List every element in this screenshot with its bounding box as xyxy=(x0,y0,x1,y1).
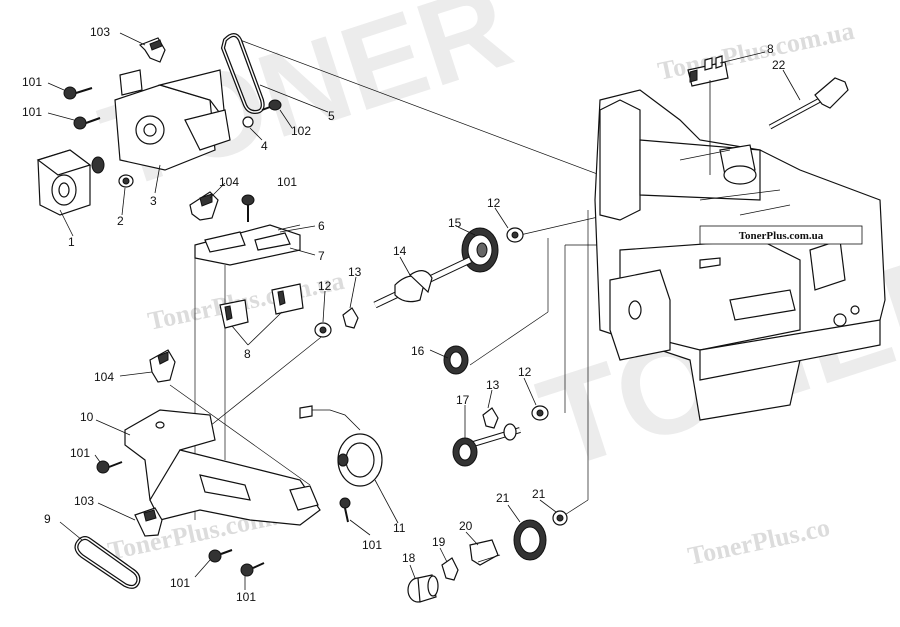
part-1-motor xyxy=(36,149,105,216)
callout-13: 13 xyxy=(486,378,500,392)
part-3-bracket xyxy=(114,69,231,171)
callout-13: 13 xyxy=(348,265,362,279)
part-15-gear xyxy=(461,227,499,273)
callout-21: 21 xyxy=(532,487,546,501)
callout-4: 4 xyxy=(261,139,268,153)
callout-103: 103 xyxy=(90,25,110,39)
callout-18: 18 xyxy=(402,551,416,565)
callout-10: 10 xyxy=(80,410,94,424)
callout-101: 101 xyxy=(170,576,190,590)
part-22-handle xyxy=(768,77,849,130)
part-103-clip-lower xyxy=(134,507,163,537)
callout-8: 8 xyxy=(767,42,774,56)
callout-101: 101 xyxy=(362,538,382,552)
site-tag: TonerPlus.com.ua xyxy=(699,225,863,245)
part-14-shaft xyxy=(373,256,472,309)
callout-12: 12 xyxy=(518,365,532,379)
machine-frame xyxy=(594,89,886,421)
part-21-gears xyxy=(513,510,568,561)
callout-6: 6 xyxy=(318,219,325,233)
part-10-bracket xyxy=(124,409,321,526)
callout-16: 16 xyxy=(411,344,425,358)
callout-101: 101 xyxy=(22,105,42,119)
part-13-clips xyxy=(342,307,499,429)
callout-5: 5 xyxy=(328,109,335,123)
part-104-clip-mid xyxy=(149,349,176,383)
part-8-sensors-left xyxy=(219,283,304,329)
part-101-screws-top xyxy=(63,86,101,130)
watermark-url-3: TonerPlus.co xyxy=(685,513,832,571)
callout-2: 2 xyxy=(117,214,124,228)
callout-12: 12 xyxy=(487,196,501,210)
callout-104: 104 xyxy=(219,175,239,189)
part-104-clip-top xyxy=(189,191,255,222)
part-11-motor xyxy=(299,405,383,487)
part-18-roller xyxy=(407,574,439,603)
part-19-clip xyxy=(441,557,459,581)
callout-20: 20 xyxy=(459,519,473,533)
part-6-7-bracket xyxy=(194,224,301,266)
callout-labels: 103 101 101 1 2 3 4 102 5 104 101 6 7 8 … xyxy=(22,25,786,604)
callout-1: 1 xyxy=(68,235,75,249)
callout-8: 8 xyxy=(244,347,251,361)
callout-104: 104 xyxy=(94,370,114,384)
callout-101: 101 xyxy=(277,175,297,189)
watermark-url-1: TonerPlus.com.ua xyxy=(655,16,857,86)
callout-19: 19 xyxy=(432,535,446,549)
callout-103: 103 xyxy=(74,494,94,508)
leader-lines xyxy=(47,32,801,590)
callout-15: 15 xyxy=(448,216,462,230)
callout-101: 101 xyxy=(70,446,90,460)
part-2-bushing xyxy=(118,174,134,188)
callout-101: 101 xyxy=(236,590,256,604)
part-103-clip-top xyxy=(138,37,166,63)
site-tag-text: TonerPlus.com.ua xyxy=(739,230,824,242)
callout-101: 101 xyxy=(22,75,42,89)
callout-17: 17 xyxy=(456,393,470,407)
callout-14: 14 xyxy=(393,244,407,258)
part-20-bracket xyxy=(469,539,501,566)
part-101-screws-lower xyxy=(96,460,351,577)
callout-22: 22 xyxy=(772,58,786,72)
part-12-bushings xyxy=(314,227,549,421)
callout-3: 3 xyxy=(150,194,157,208)
callout-102: 102 xyxy=(291,124,311,138)
part-8-sensor-top xyxy=(687,55,729,175)
part-5-belt xyxy=(220,33,265,115)
part-4-102-screws xyxy=(242,99,282,128)
callout-7: 7 xyxy=(318,249,325,263)
callout-9: 9 xyxy=(44,512,51,526)
part-16-gear xyxy=(443,345,469,375)
callout-12: 12 xyxy=(318,279,332,293)
part-9-belt xyxy=(74,536,141,589)
part-17-gear-shaft xyxy=(452,423,521,467)
callout-21: 21 xyxy=(496,491,510,505)
callout-11: 11 xyxy=(393,521,406,535)
guide-lines xyxy=(169,39,651,520)
